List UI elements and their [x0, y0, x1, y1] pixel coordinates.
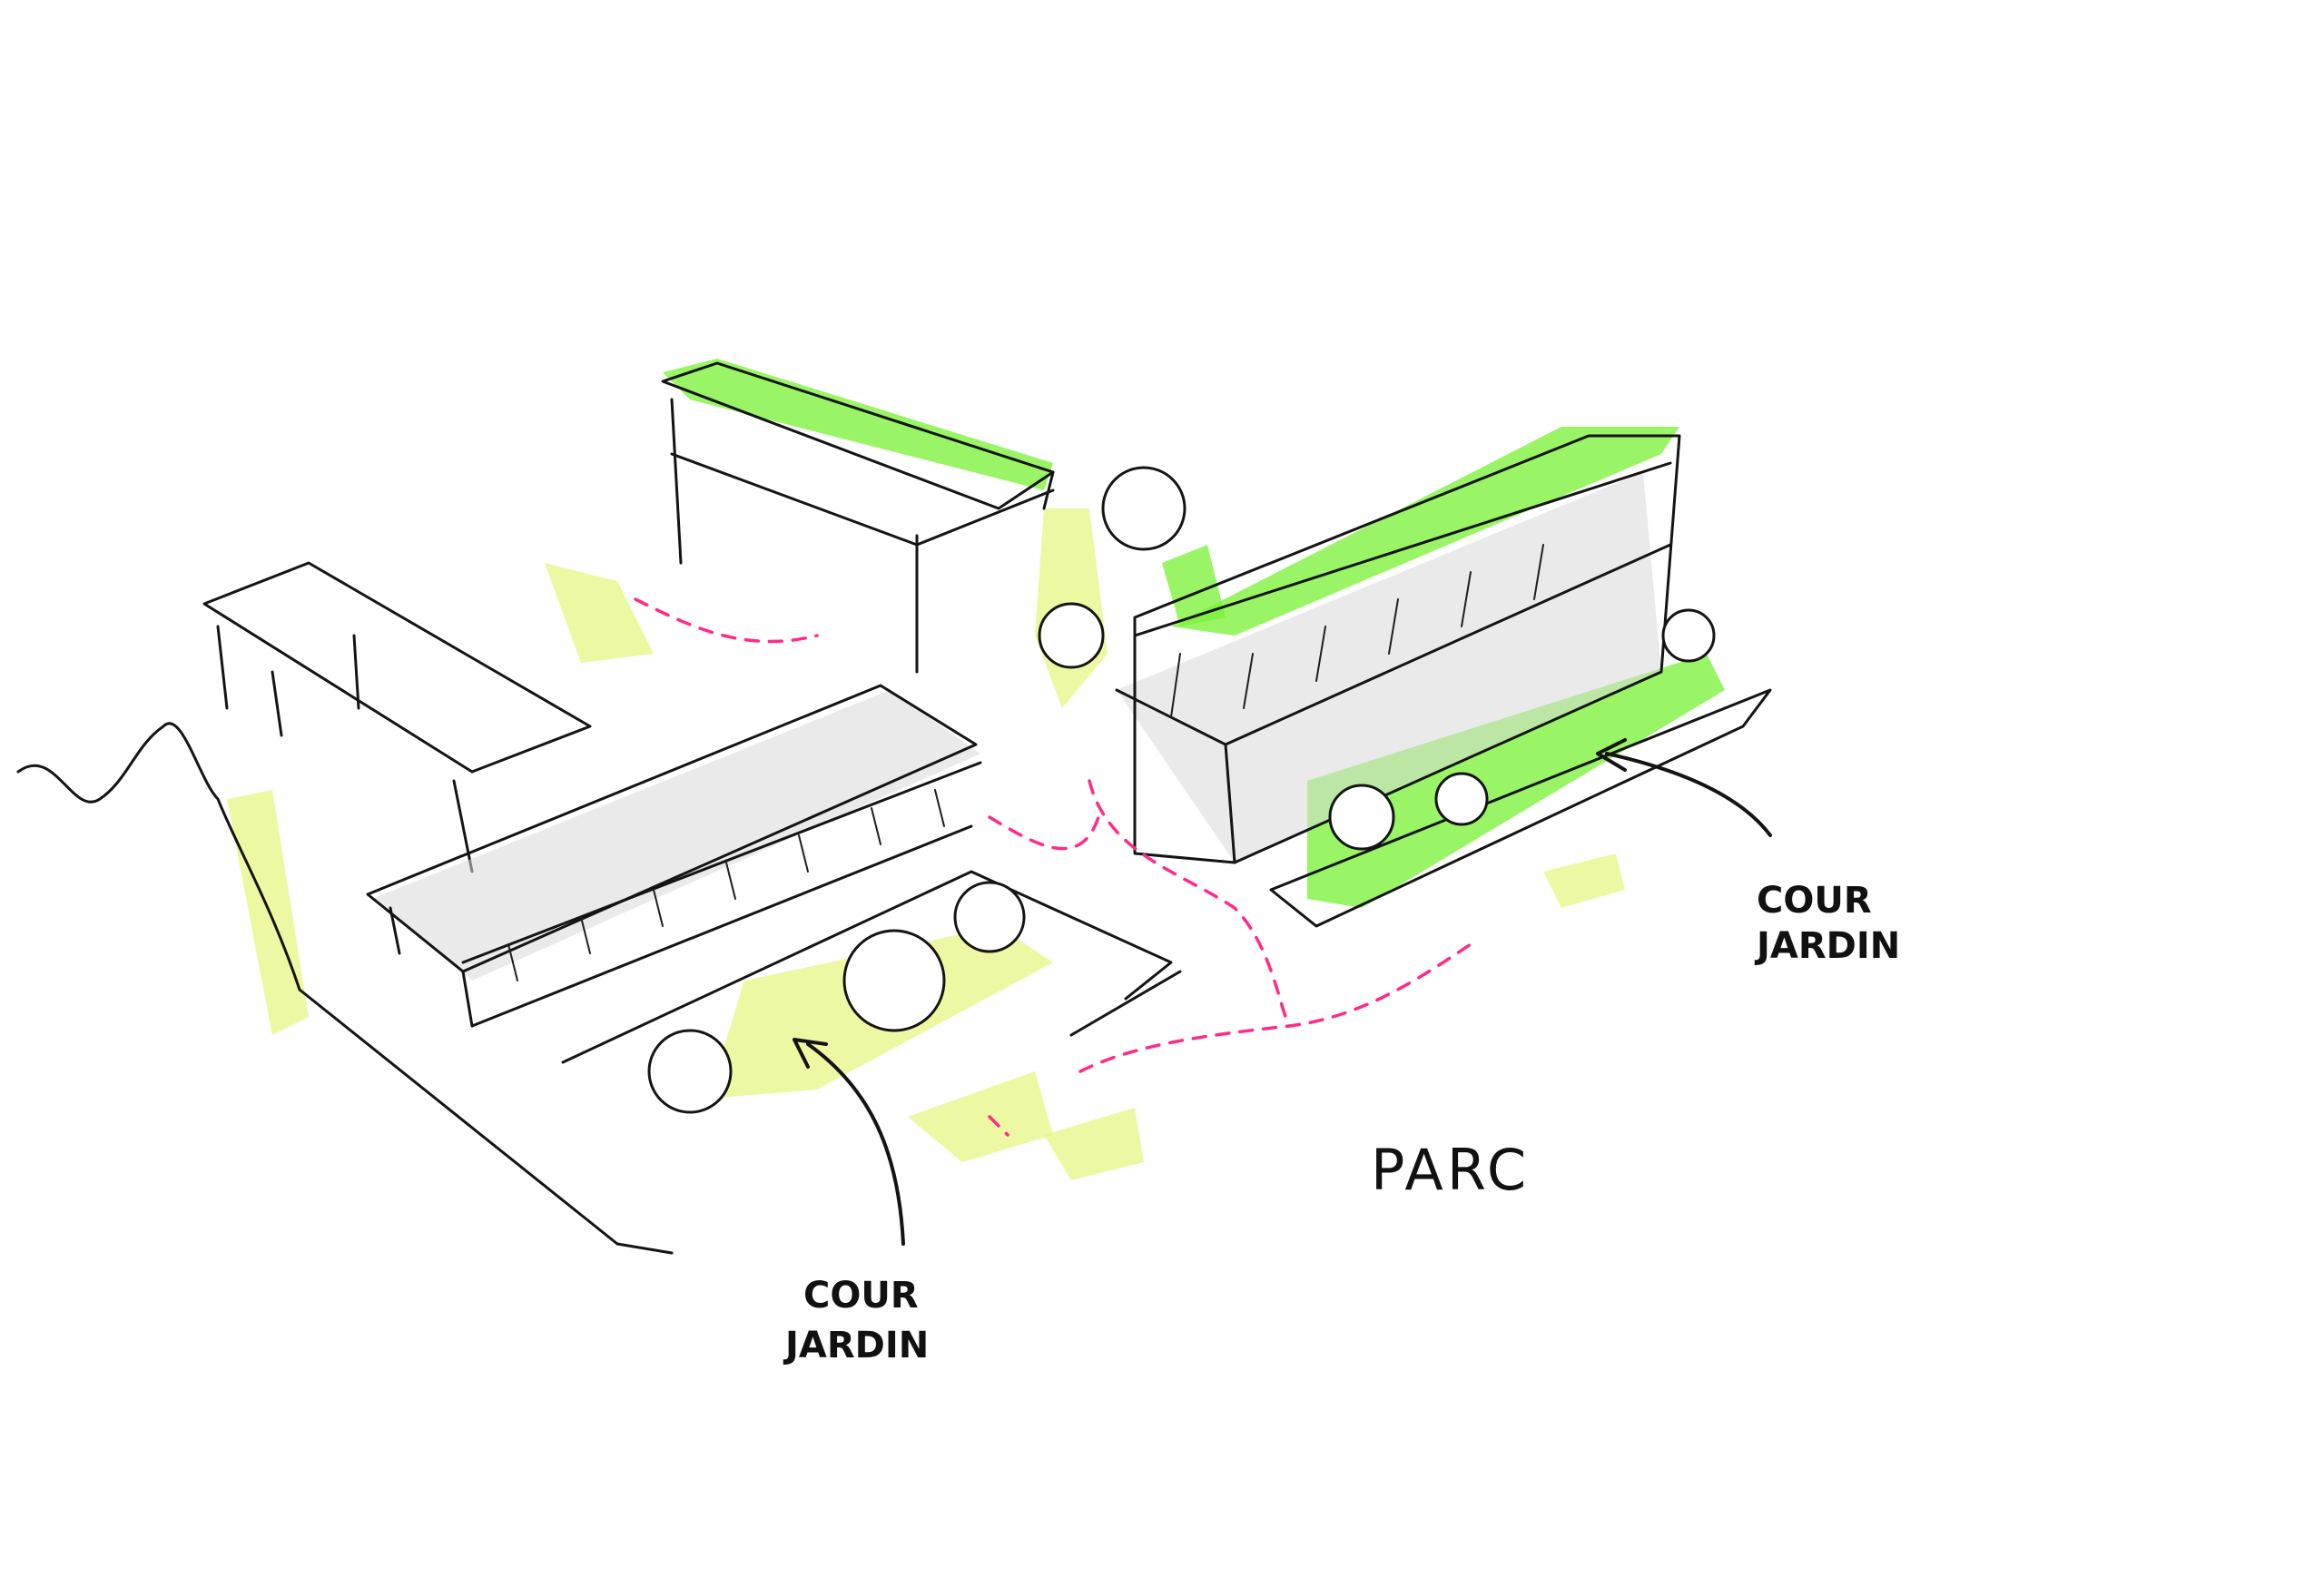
left-edge-vegetation	[16, 722, 674, 1255]
trees	[647, 466, 1716, 1114]
label-arrows	[793, 738, 1772, 1246]
tree-icon	[1101, 466, 1187, 551]
cour-jardin-right-line2: JARDIN	[1754, 925, 1900, 967]
right-long-building	[1115, 434, 1772, 928]
right-arrow-icon	[1605, 752, 1772, 837]
cour-jardin-right-line1: COUR	[1757, 880, 1872, 922]
green-highlights	[227, 359, 1725, 1180]
circulation-path	[634, 597, 1472, 1137]
tree-icon	[842, 929, 946, 1032]
rear-pitched-building	[202, 561, 592, 873]
tree-icon	[647, 1029, 733, 1114]
cour-jardin-left-line2: JARDIN	[783, 1325, 929, 1366]
rear-tall-building	[661, 361, 1055, 674]
tree-icon	[1661, 608, 1716, 663]
tree-icon	[1434, 772, 1489, 826]
tree-icon	[1328, 784, 1395, 851]
left-arrow-icon	[806, 1042, 905, 1246]
tree-icon	[953, 881, 1026, 953]
tree-icon	[1038, 602, 1105, 669]
cour-jardin-left-line1: COUR	[803, 1275, 919, 1317]
left-long-building	[366, 684, 1182, 1064]
parc-label: PARC	[1371, 1137, 1530, 1203]
